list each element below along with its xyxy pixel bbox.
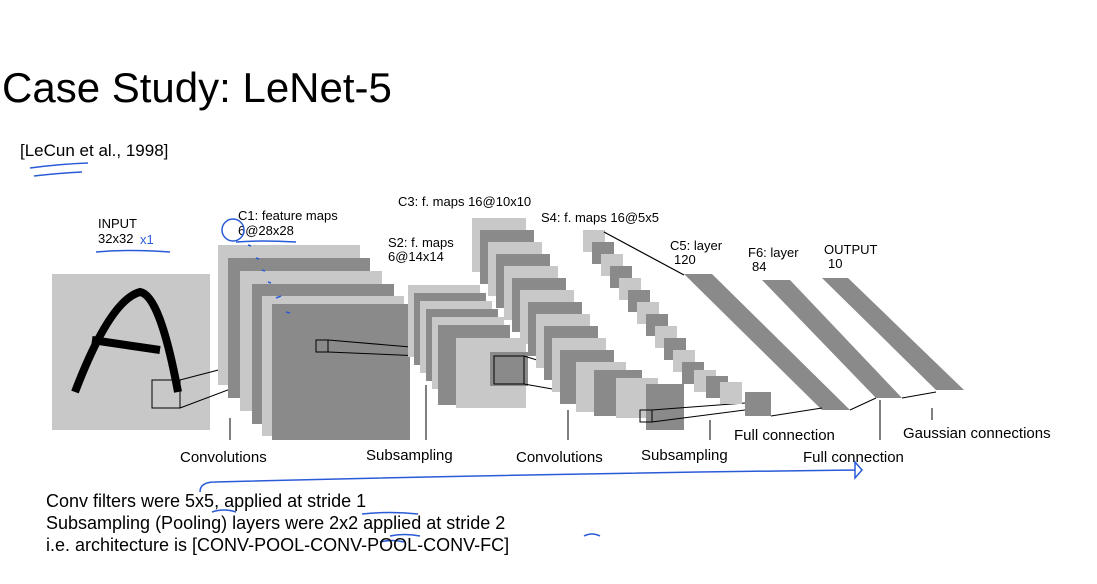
- op-convolutions-2: Convolutions: [516, 449, 603, 466]
- c1-label: C1: feature maps: [238, 208, 338, 223]
- note-line: i.e. architecture is [CONV-POOL-CONV-POO…: [46, 535, 510, 555]
- op-convolutions-1: Convolutions: [180, 449, 267, 466]
- s2-feature-maps: [408, 285, 526, 408]
- note-line: Subsampling (Pooling) layers were 2x2 ap…: [46, 513, 506, 533]
- op-subsampling-2: Subsampling: [641, 447, 728, 464]
- input-label: INPUT: [98, 216, 137, 231]
- op-gaussian-connections: Gaussian connections: [903, 425, 1051, 442]
- op-subsampling-1: Subsampling: [366, 447, 453, 464]
- notes: Conv filters were 5x5, applied at stride…: [46, 490, 509, 556]
- f6-label: F6: layer: [748, 245, 799, 260]
- c5-label: C5: layer: [670, 238, 723, 253]
- c5-layer: [684, 274, 850, 410]
- input-letter-a: [71, 287, 182, 394]
- output-layer: [822, 278, 964, 390]
- citation: [LeCun et al., 1998]: [20, 141, 169, 160]
- input-size: 32x32: [98, 231, 133, 246]
- citation-underline: [29, 162, 89, 177]
- s4-label: S4: f. maps 16@5x5: [541, 210, 659, 225]
- output-label: OUTPUT: [824, 242, 878, 257]
- s2-focus-map: [490, 352, 528, 386]
- input-receptive-field: [151, 379, 181, 409]
- op-full-connection-2: Full connection: [803, 449, 904, 466]
- c1-feature-maps: [218, 245, 410, 440]
- op-full-connection-1: Full connection: [734, 427, 835, 444]
- c5-size: 120: [674, 252, 696, 267]
- slide-title: Case Study: LeNet-5: [2, 64, 392, 111]
- c1-size: 6@28x28: [238, 223, 294, 238]
- f6-size: 84: [752, 259, 766, 274]
- c3-feature-maps: [472, 218, 684, 430]
- s2-label: S2: f. maps: [388, 235, 454, 250]
- annotation-arrow: [199, 460, 863, 493]
- note-line: Conv filters were 5x5, applied at stride…: [46, 491, 367, 511]
- input-handwritten-note: x1: [140, 232, 154, 247]
- s4-feature-maps: [583, 230, 771, 416]
- f6-layer: [762, 280, 902, 398]
- c3-label: C3: f. maps 16@10x10: [398, 194, 531, 209]
- output-size: 10: [828, 256, 842, 271]
- s2-size: 6@14x14: [388, 249, 444, 264]
